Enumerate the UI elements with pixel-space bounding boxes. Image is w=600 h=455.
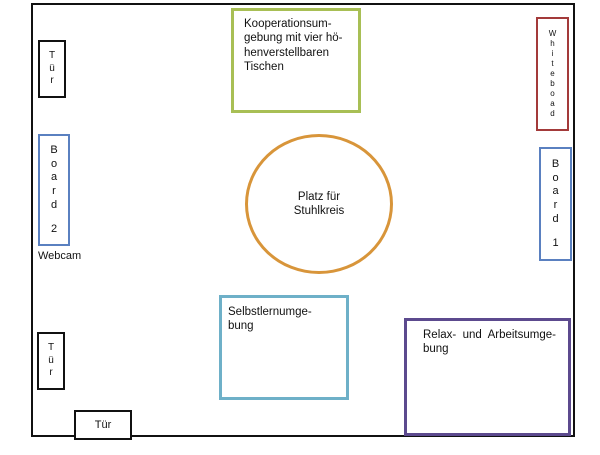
whiteboard-letter: b [550,79,555,88]
door-bottom: Tür [74,410,132,440]
board-letter: o [552,171,559,184]
relax-work-zone: Relax- und Arbeitsumge- bung [404,318,571,436]
board-letter: a [50,171,58,184]
whiteboard-letter: o [550,89,555,98]
whiteboard-letter: i [551,49,554,58]
relax-line: bung [423,343,449,356]
board-letter: d [552,212,559,225]
self-study-zone: Selbstlernumge- bung [219,295,349,400]
board-number: 1 [552,236,559,249]
door-bottom-left: T ü r [37,332,65,390]
cooperation-line: gebung mit vier hö- [244,32,343,45]
board-letter: o [50,157,58,170]
door-letter: T [47,342,55,354]
board-letter: B [50,143,58,156]
cooperation-zone: Kooperationsum- gebung mit vier hö- henv… [231,8,361,113]
circle-line: Stuhlkreis [293,205,345,217]
board-letter: B [551,157,560,170]
board-letter: a [552,185,559,198]
board-2: B o a r d 2 [38,134,70,246]
board-letter: r [52,185,56,197]
whiteboard-letter: t [551,59,554,68]
door-letter: ü [48,354,54,366]
room-outline [31,3,575,437]
door-letter: ü [49,62,55,74]
webcam-label: Webcam [38,250,82,262]
chair-circle: Platz für Stuhlkreis [245,134,393,274]
cooperation-line: henverstellbaren [244,46,330,59]
self-study-line: bung [228,320,254,333]
self-study-line: Selbstlernumge- [228,306,312,318]
whiteboard-letter: d [550,109,555,118]
whiteboard-letter: a [550,99,555,108]
whiteboard: W h i t e b o a d [536,17,569,131]
door-top-left: T ü r [38,40,66,98]
door-letter: r [49,367,53,379]
relax-line: Relax- und Arbeitsumge- [423,329,556,341]
board-letter: r [553,199,558,211]
cooperation-line: Tischen [244,61,284,74]
board-number: 2 [50,222,58,235]
door-label: Tür [94,419,112,431]
board-1: B o a r d 1 [539,147,572,261]
whiteboard-letter: h [550,39,555,48]
whiteboard-letter: e [550,69,555,78]
whiteboard-letter: W [548,29,557,38]
door-letter: T [48,50,56,62]
circle-line: Platz für [297,190,341,203]
board-letter: d [50,198,58,211]
cooperation-line: Kooperationsum- [244,18,332,30]
door-letter: r [50,75,54,87]
